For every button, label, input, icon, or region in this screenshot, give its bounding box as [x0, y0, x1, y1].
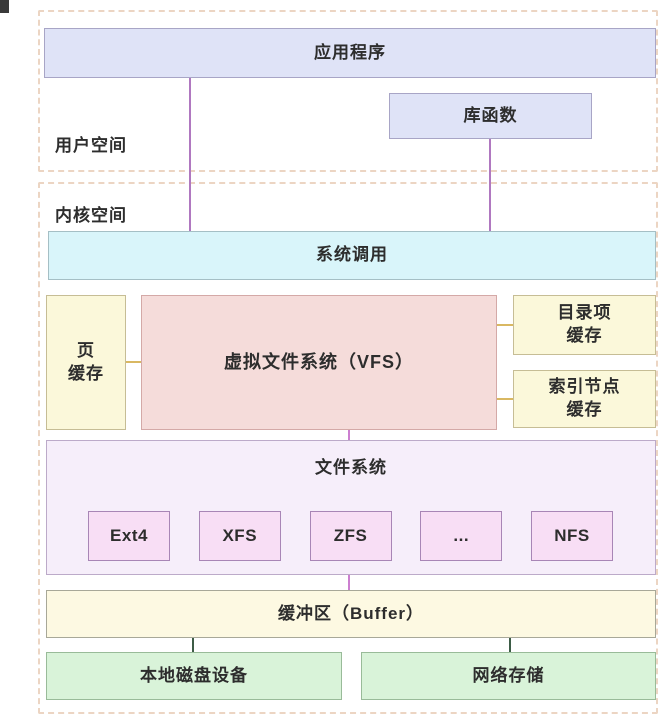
local-disk-label: 本地磁盘设备	[140, 665, 248, 685]
library-label: 库函数	[463, 105, 518, 125]
connector-vfs-filesystem	[348, 430, 350, 440]
dentry-cache-label: 目录项 缓存	[557, 303, 612, 345]
filesystem-panel: 文件系统 Ext4 XFS ZFS ... NFS	[46, 440, 656, 575]
screenshot-corner-artifact	[0, 0, 9, 13]
syscall-label: 系统调用	[316, 245, 388, 265]
kernel-space-region	[38, 182, 658, 714]
connector-application-syscall	[189, 78, 191, 231]
connector-vfs-dentrycache	[497, 324, 513, 326]
connector-vfs-inodecache	[497, 398, 513, 400]
connector-pagecache-vfs	[126, 361, 141, 363]
fs-type-ext4: Ext4	[88, 511, 170, 561]
vfs-label: 虚拟文件系统（VFS）	[223, 352, 414, 373]
connector-buffer-localdisk	[192, 638, 194, 652]
kernel-space-label: 内核空间	[55, 206, 127, 225]
user-space-label: 用户空间	[55, 136, 127, 155]
inode-cache-node: 索引节点 缓存	[513, 370, 656, 428]
fs-type-zfs: ZFS	[309, 511, 392, 561]
library-node: 库函数	[389, 93, 592, 139]
fs-type-xfs: XFS	[198, 511, 281, 561]
vfs-node: 虚拟文件系统（VFS）	[141, 295, 497, 430]
filesystem-types-row: Ext4 XFS ZFS ... NFS	[88, 511, 613, 561]
network-storage-label: 网络存储	[472, 665, 545, 685]
application-node: 应用程序	[44, 28, 656, 78]
application-label: 应用程序	[314, 42, 386, 62]
user-space-region	[38, 10, 658, 172]
local-disk-node: 本地磁盘设备	[46, 652, 342, 700]
network-storage-node: 网络存储	[361, 652, 656, 700]
fs-type-nfs: NFS	[531, 511, 613, 561]
page-cache-node: 页 缓存	[46, 295, 126, 430]
fs-type-ellipsis: ...	[420, 511, 503, 561]
filesystem-label: 文件系统	[315, 458, 387, 477]
connector-library-syscall	[489, 139, 491, 231]
dentry-cache-node: 目录项 缓存	[513, 295, 656, 355]
connector-filesystem-buffer	[348, 575, 350, 590]
inode-cache-label: 索引节点 缓存	[548, 377, 621, 419]
buffer-node: 缓冲区（Buffer）	[46, 590, 656, 638]
buffer-label: 缓冲区（Buffer）	[277, 603, 425, 623]
syscall-node: 系统调用	[48, 231, 656, 280]
page-cache-label: 页 缓存	[68, 340, 104, 383]
connector-buffer-network	[509, 638, 511, 652]
